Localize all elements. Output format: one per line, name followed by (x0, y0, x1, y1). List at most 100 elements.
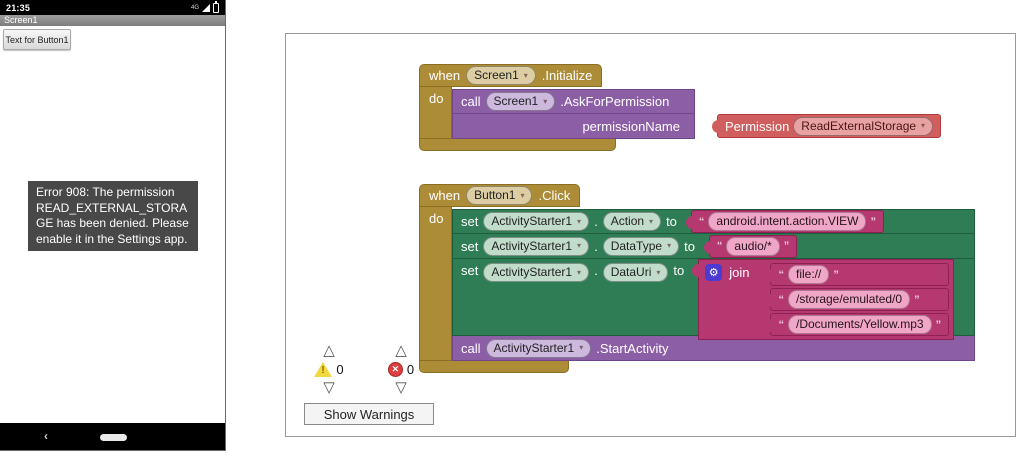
component-dropdown-activitystarter1[interactable]: ActivityStarter1 ▾ (483, 263, 590, 282)
home-pill-icon[interactable] (100, 434, 127, 441)
open-quote: “ (778, 318, 784, 331)
component-dropdown-activitystarter1[interactable]: ActivityStarter1 ▾ (485, 338, 592, 358)
to-label: to (673, 263, 685, 278)
when-label: when (429, 188, 461, 203)
block-text-action-view[interactable]: “ android.intent.action.VIEW ” (685, 210, 884, 233)
warnings-counter: △ ! 0 ▽ (306, 342, 352, 396)
when-label: when (429, 68, 461, 83)
set-label: set (461, 214, 479, 229)
event-block-footer (419, 361, 569, 373)
chevron-down-icon: ▾ (579, 343, 584, 352)
method-name: .StartActivity (596, 340, 669, 356)
error-icon[interactable]: ✕ (387, 361, 403, 377)
property-dropdown-action[interactable]: Action ▾ (602, 212, 662, 231)
permission-dropdown[interactable]: ReadExternalStorage ▾ (793, 116, 934, 136)
close-quote: ” (935, 318, 942, 331)
method-name: .AskForPermission (560, 94, 670, 109)
property-dropdown-datatype[interactable]: DataType ▾ (602, 236, 680, 256)
error-toast: Error 908: The permission READ_EXTERNAL_… (28, 181, 198, 251)
event-block-footer (419, 139, 616, 151)
component-dropdown-button1[interactable]: Button1 ▾ (466, 186, 533, 205)
open-quote: “ (698, 215, 705, 228)
do-label: do (419, 207, 452, 361)
event-block-header[interactable]: when Button1 ▾ .Click (419, 184, 581, 207)
text-value[interactable]: android.intent.action.VIEW (708, 212, 867, 231)
open-quote: “ (778, 268, 784, 281)
event-name: .Initialize (541, 68, 593, 83)
chevron-down-icon: ▾ (520, 190, 525, 200)
do-label: do (419, 87, 452, 139)
block-call-askforpermission[interactable]: call Screen1 ▾ .AskForPermission permiss… (452, 89, 942, 139)
text-value[interactable]: /storage/emulated/0 (787, 290, 911, 309)
scroll-down-icon[interactable]: ▽ (395, 379, 407, 396)
event-block-header[interactable]: when Screen1 ▾ .Initialize (419, 64, 603, 87)
screen-title-bar: Screen1 (0, 15, 225, 26)
chevron-down-icon: ▾ (577, 216, 582, 226)
call-label: call (461, 94, 481, 109)
dot-separator: . (594, 263, 598, 278)
chevron-down-icon: ▾ (577, 241, 582, 250)
signal-icon (202, 3, 210, 12)
scroll-up-icon[interactable]: △ (395, 342, 407, 359)
open-quote: “ (778, 293, 784, 306)
dot-separator: . (594, 214, 598, 229)
gear-icon[interactable]: ⚙ (705, 264, 723, 281)
set-label: set (461, 263, 479, 278)
chevron-down-icon: ▾ (667, 241, 672, 250)
call-label: call (461, 340, 481, 356)
close-quote: ” (833, 268, 839, 281)
errors-counter: △ ✕ 0 ▽ (378, 342, 424, 396)
block-when-button1-click[interactable]: when Button1 ▾ .Click do set ActivitySta (419, 184, 976, 373)
block-text-filepath[interactable]: “ /Documents/Yellow.mp3 ” (765, 313, 950, 336)
block-permission-value[interactable]: Permission ReadExternalStorage ▾ (711, 114, 942, 138)
block-join[interactable]: ⚙ join “ file:// ” (692, 259, 955, 340)
back-icon[interactable]: ‹ (44, 429, 48, 443)
app-button[interactable]: Text for Button1 (3, 29, 71, 50)
block-call-startactivity[interactable]: call ActivityStarter1 ▾ .StartActivity (452, 336, 976, 361)
text-value[interactable]: file:// (787, 265, 830, 284)
text-value[interactable]: audio/* (726, 236, 780, 256)
phone-preview: 21:35 4G Screen1 Text for Button1 Error … (0, 0, 226, 451)
to-label: to (666, 214, 677, 229)
clock: 21:35 (6, 2, 31, 13)
phone-status-bar: 21:35 4G (0, 0, 225, 15)
battery-icon (213, 0, 219, 13)
phone-nav-bar: ‹ (0, 423, 225, 450)
property-dropdown-datauri[interactable]: DataUri ▾ (602, 263, 669, 282)
component-dropdown-screen1[interactable]: Screen1 ▾ (466, 66, 536, 85)
close-quote: ” (870, 215, 876, 228)
close-quote: ” (914, 293, 920, 306)
chevron-down-icon: ▾ (656, 267, 661, 277)
warning-icon[interactable]: ! (314, 361, 333, 377)
component-dropdown-screen1[interactable]: Screen1 ▾ (485, 92, 556, 111)
dot-separator: . (594, 238, 598, 254)
event-name: .Click (538, 188, 571, 203)
blocks-canvas[interactable]: when Screen1 ▾ .Initialize do call Scree… (285, 33, 1016, 437)
open-quote: “ (716, 240, 723, 252)
chevron-down-icon: ▾ (649, 216, 654, 226)
component-dropdown-activitystarter1[interactable]: ActivityStarter1 ▾ (483, 236, 590, 256)
chevron-down-icon: ▾ (543, 96, 548, 106)
component-dropdown-activitystarter1[interactable]: ActivityStarter1 ▾ (483, 212, 590, 231)
scroll-up-icon[interactable]: △ (323, 342, 335, 359)
param-label: permissionName (582, 118, 680, 134)
chevron-down-icon: ▾ (577, 267, 582, 277)
block-text-fileuri[interactable]: “ file:// ” (765, 263, 950, 286)
chevron-down-icon: ▾ (523, 70, 528, 80)
set-label: set (461, 238, 479, 254)
text-value[interactable]: /Documents/Yellow.mp3 (787, 315, 932, 334)
scroll-down-icon[interactable]: ▽ (323, 379, 335, 396)
close-quote: ” (783, 240, 790, 252)
block-text-audio[interactable]: “ audio/* ” (703, 234, 798, 258)
chevron-down-icon: ▾ (921, 121, 926, 130)
to-label: to (684, 238, 695, 254)
error-count: 0 (406, 361, 415, 377)
block-set-datauri[interactable]: set ActivityStarter1 ▾ . DataUri ▾ to (452, 259, 976, 340)
show-warnings-button[interactable]: Show Warnings (304, 403, 434, 425)
block-when-screen1-initialize[interactable]: when Screen1 ▾ .Initialize do call Scree… (419, 64, 942, 151)
permission-label: Permission (725, 118, 790, 134)
block-set-datatype[interactable]: set ActivityStarter1 ▾ . DataType ▾ to (452, 234, 976, 259)
block-text-storagepath[interactable]: “ /storage/emulated/0 ” (765, 288, 950, 311)
block-set-action[interactable]: set ActivityStarter1 ▾ . Action ▾ to (452, 209, 976, 234)
